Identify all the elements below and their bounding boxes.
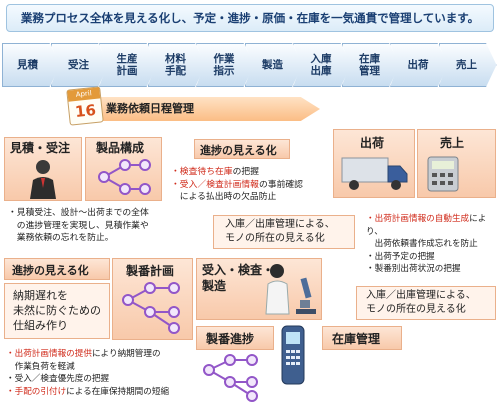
note-line: 入庫／出庫管理による、	[366, 290, 476, 301]
note-text: 出荷依頼書作成忘れを防止	[366, 239, 478, 249]
note-line: ・出荷計画情報の提供により納期管理の	[6, 348, 198, 361]
worker-icon	[262, 262, 294, 316]
process-step: 作業 指示	[196, 43, 254, 87]
note-line: ・受入／検査優先度の把握	[6, 373, 198, 386]
person-icon	[26, 158, 60, 200]
note-line: ・受入／検査計画情報の事前確認	[171, 179, 321, 192]
left-mid-note: 納期遅れを 未然に防ぐための 仕組み作り	[13, 288, 101, 333]
note-line: 納期遅れを	[13, 289, 68, 302]
handheld-scanner-icon	[278, 324, 308, 386]
kensa-note: ・検査待ち在庫の把握・受入／検査計画情報の事前確認 による払出時の欠品防止	[171, 166, 321, 204]
center-mid-note: 入庫／出庫管理による、 モノの所在の見える化	[225, 218, 335, 246]
shinchoku-left-title: 進捗の見える化	[12, 264, 89, 277]
note-text: ・受入／検査優先度の把握	[6, 374, 110, 384]
zaiko-title: 在庫管理	[332, 332, 381, 346]
note-highlight: ・出荷計画情報の自動生成	[366, 214, 470, 224]
process-step: 生産 計画	[99, 43, 157, 87]
note-line: 出荷依頼書作成忘れを防止	[366, 238, 498, 251]
note-text: 作業負荷を軽減	[6, 361, 75, 372]
right-mid-box	[356, 286, 496, 320]
process-step: 受注	[50, 43, 109, 87]
calculator-icon	[426, 155, 460, 193]
note-line: 未然に防ぐための	[13, 304, 101, 317]
note-text: の事前確認	[258, 179, 303, 190]
note-line: 業務依頼の忘れを防止。	[8, 233, 114, 243]
note-highlight: ・検査待ち在庫	[171, 167, 233, 177]
process-step: 入庫 出庫	[293, 43, 351, 87]
calendar-day: 16	[74, 100, 97, 122]
shinchoku-top-title: 進捗の見える化	[200, 144, 277, 157]
calendar-icon: April 16	[66, 86, 104, 126]
note-highlight: ・出荷計画情報の提供	[6, 349, 92, 359]
note-line: による払出時の欠品防止	[171, 191, 321, 204]
process-step: 材料 手配	[147, 43, 206, 87]
shukka-title: 出荷	[360, 136, 385, 150]
note-line: ・製番別出荷状況の把握	[366, 263, 498, 276]
note-line: ・手配の引付けによる在庫保持期間の短縮	[6, 386, 198, 399]
process-step: 出荷	[390, 43, 448, 87]
process-step: 在庫 管理	[341, 43, 400, 87]
right-list-note: ・出荷計画情報の自動生成により、 出荷依頼書作成忘れを防止・出荷予定の把握・製番…	[366, 213, 498, 276]
note-text: による払出時の欠品防止	[171, 192, 277, 202]
shinchoku-top-panel	[194, 139, 290, 159]
mitsumori-title: 見積・受注	[10, 141, 71, 155]
schedule-banner	[80, 97, 320, 121]
seiban-shinchoku-panel	[196, 326, 274, 350]
banner-title: 業務依頼日程管理	[106, 102, 194, 115]
process-step: 売上	[438, 43, 497, 87]
note-text: ・出荷予定の把握	[366, 251, 435, 262]
process-steps: 見積受注生産 計画材料 手配作業 指示製造入庫 出庫在庫 管理出荷売上	[2, 43, 498, 87]
note-line: ・検査待ち在庫の把握	[171, 166, 321, 179]
process-step: 見積	[2, 43, 60, 87]
bottom-left-note: ・出荷計画情報の提供により納期管理の 作業負荷を軽減・受入／検査優先度の把握・手…	[6, 348, 198, 398]
seiban-shinchoku-title: 製番進捗	[206, 332, 255, 346]
note-line: モノの所在の見える化	[225, 233, 325, 244]
note-text: による在庫保持期間の短縮	[66, 386, 170, 397]
note-line: モノの所在の見える化	[366, 304, 466, 315]
note-line: の進捗管理を実現し、見積作業や	[8, 220, 149, 231]
truck-icon	[340, 154, 410, 194]
note-text: により納期管理の	[91, 349, 161, 359]
note-line: ・出荷予定の把握	[366, 251, 498, 264]
shinchoku-left-panel	[4, 258, 110, 280]
left-top-note: ・見積受注、設計〜出荷までの全体 の進捗管理を実現し、見積作業や 業務依頼の忘れ…	[8, 207, 168, 245]
microscope-icon	[294, 276, 318, 316]
note-text: により、	[366, 214, 487, 237]
note-text: の把握	[232, 167, 259, 177]
product-structure-icon	[95, 157, 155, 199]
seihin-title: 製品構成	[96, 141, 145, 155]
center-mid-box	[213, 215, 355, 249]
process-step: 製造	[244, 43, 303, 87]
seiban-keikaku-title: 製番計画	[126, 264, 175, 278]
headline: 業務プロセス全体を見える化し、予定・進捗・原価・在庫を一気通貫で管理しています。	[6, 4, 494, 32]
note-line: 入庫／出庫管理による、	[225, 219, 335, 230]
note-highlight: ・受入／検査計画情報	[171, 179, 259, 190]
seiban-plan-icon	[118, 280, 188, 336]
ukeire-title: 受入・検査・ 製造	[202, 263, 275, 293]
seiban-progress-icon	[200, 352, 262, 402]
note-text: ・製番別出荷状況の把握	[366, 264, 461, 274]
note-line: 仕組み作り	[13, 319, 68, 332]
note-line: ・見積受注、設計〜出荷までの全体	[8, 208, 149, 218]
left-mid-box	[4, 283, 110, 339]
note-highlight: ・手配の引付け	[6, 386, 67, 397]
note-line: 作業負荷を軽減	[6, 361, 198, 374]
note-line: ・出荷計画情報の自動生成により、	[366, 213, 498, 238]
uriage-title: 売上	[440, 136, 465, 150]
zaiko-panel	[322, 326, 402, 350]
right-mid-note: 入庫／出庫管理による、 モノの所在の見える化	[366, 289, 476, 317]
